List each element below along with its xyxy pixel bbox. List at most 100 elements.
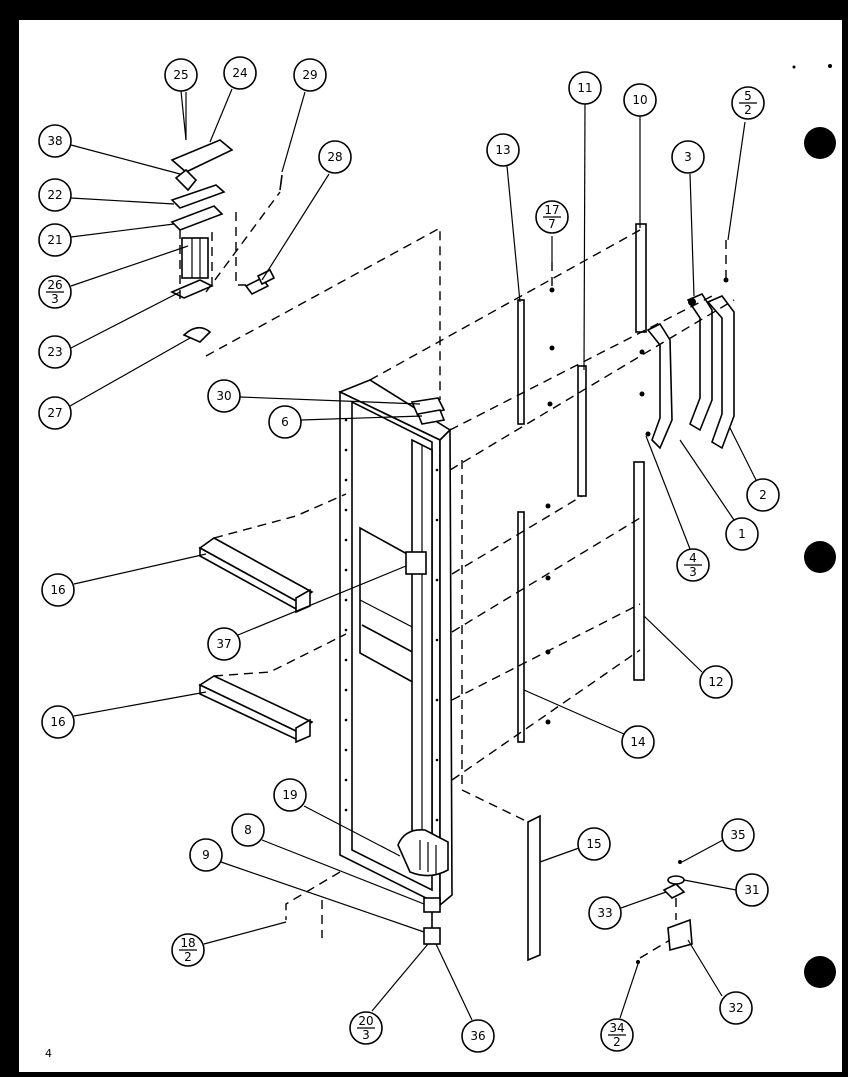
callout-number: 34 — [609, 1021, 624, 1035]
callout-number: 11 — [577, 81, 592, 95]
part-callout: 203 — [349, 1011, 383, 1045]
callout-circle — [719, 991, 753, 1025]
part-callout: 12 — [699, 665, 733, 699]
callout-number: 31 — [744, 883, 759, 897]
callout-number: 17 — [544, 203, 559, 217]
part-callout: 16 — [41, 573, 75, 607]
callout-number: 38 — [47, 134, 62, 148]
callout-quantity: 2 — [744, 103, 752, 117]
callout-circle — [568, 71, 602, 105]
callout-quantity: 2 — [613, 1035, 621, 1049]
part-callout: 2 — [746, 478, 780, 512]
callout-quantity: 3 — [51, 292, 59, 306]
part-callout: 182 — [171, 933, 205, 967]
part-callout: 35 — [721, 818, 755, 852]
part-callout: 28 — [318, 140, 352, 174]
part-callout: 36 — [461, 1019, 495, 1053]
part-callout: 19 — [273, 778, 307, 812]
callout-circle — [588, 896, 622, 930]
callout-number: 26 — [47, 278, 62, 292]
part-callout: 52 — [731, 86, 765, 120]
binder-hole — [804, 956, 836, 988]
callout-number: 35 — [730, 828, 745, 842]
part-callout: 3 — [671, 140, 705, 174]
top-hinge-assembly — [170, 92, 441, 400]
callout-number: 5 — [744, 89, 752, 103]
callout-circle — [699, 665, 733, 699]
door-liner — [338, 379, 453, 907]
part-callout: 8 — [231, 813, 265, 847]
callout-quantity: 7 — [548, 217, 556, 231]
callout-circle — [38, 396, 72, 430]
part-callout: 10 — [623, 83, 657, 117]
part-callout: 43 — [676, 548, 710, 582]
part-callout: 16 — [41, 705, 75, 739]
callout-circle — [293, 58, 327, 92]
part-callout: 31 — [735, 873, 769, 907]
callout-circle — [273, 778, 307, 812]
part-callout: 14 — [621, 725, 655, 759]
callout-circle — [486, 133, 520, 167]
callout-number: 28 — [327, 150, 342, 164]
callout-circle — [231, 813, 265, 847]
part-callout: 23 — [38, 335, 72, 369]
callout-circle — [621, 725, 655, 759]
callout-circle — [41, 705, 75, 739]
part-callout: 1 — [725, 517, 759, 551]
callout-number: 3 — [684, 150, 692, 164]
binder-hole — [804, 127, 836, 159]
binder-holes — [792, 64, 836, 988]
callout-number: 12 — [708, 675, 723, 689]
part-callout: 22 — [38, 178, 72, 212]
callout-quantity: 3 — [362, 1028, 370, 1042]
callout-circle — [41, 573, 75, 607]
part-callout: 38 — [38, 124, 72, 158]
callout-number: 14 — [630, 735, 645, 749]
part-callout: 21 — [38, 223, 72, 257]
part-callout: 342 — [600, 1018, 634, 1052]
callout-number: 21 — [47, 233, 62, 247]
callout-circle — [746, 478, 780, 512]
callout-circle — [207, 379, 241, 413]
callout-number: 9 — [202, 848, 210, 862]
callout-number: 10 — [632, 93, 647, 107]
callout-quantity: 2 — [184, 950, 192, 964]
callout-number: 16 — [50, 715, 65, 729]
callout-number: 13 — [495, 143, 510, 157]
callout-number: 32 — [728, 1001, 743, 1015]
callout-number: 27 — [47, 406, 62, 420]
callout-circle — [38, 223, 72, 257]
callout-circle — [38, 335, 72, 369]
part-callout: 29 — [293, 58, 327, 92]
part-callout: 15 — [577, 827, 611, 861]
callout-circle — [38, 178, 72, 212]
callout-number: 23 — [47, 345, 62, 359]
part-callout: 9 — [189, 838, 223, 872]
bottom-hinge — [285, 860, 693, 964]
callout-number: 25 — [173, 68, 188, 82]
part-callout: 6 — [268, 405, 302, 439]
part-callout: 13 — [486, 133, 520, 167]
callout-number: 22 — [47, 188, 62, 202]
callout-circle — [721, 818, 755, 852]
part-callout: 11 — [568, 71, 602, 105]
part-callout: 33 — [588, 896, 622, 930]
part-callout: 263 — [38, 275, 72, 309]
callout-circle — [223, 56, 257, 90]
callout-circle — [189, 838, 223, 872]
leader-lines — [69, 88, 757, 1021]
callout-number: 37 — [216, 637, 231, 651]
callout-quantity: 3 — [689, 565, 697, 579]
binder-hole — [804, 541, 836, 573]
callout-circle — [735, 873, 769, 907]
part-callout: 177 — [535, 200, 569, 234]
part-callout: 32 — [719, 991, 753, 1025]
callout-circle — [318, 140, 352, 174]
callout-number: 36 — [470, 1029, 485, 1043]
callout-circle — [268, 405, 302, 439]
part-callout: 24 — [223, 56, 257, 90]
callout-number: 18 — [180, 936, 195, 950]
part-callout: 25 — [164, 58, 198, 92]
callout-circle — [671, 140, 705, 174]
